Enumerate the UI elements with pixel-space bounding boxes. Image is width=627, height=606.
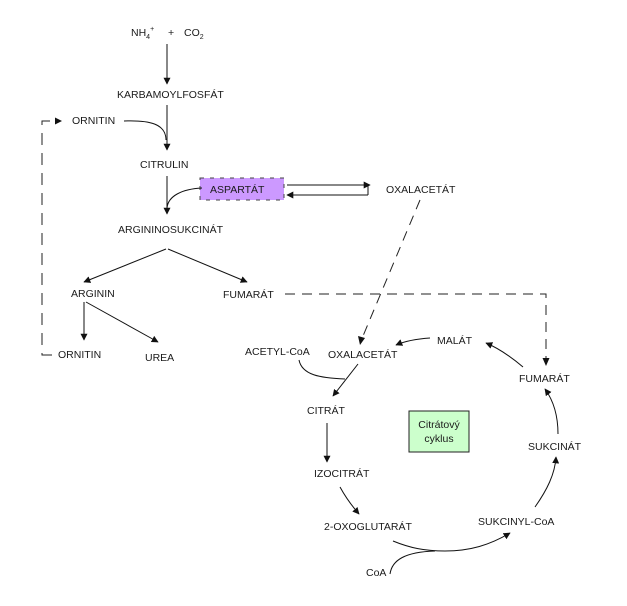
arrow-to-oxoglutarat [339,486,360,515]
oxalacetat-link-dashed [362,199,421,337]
arrow-malat-to-oxalacetat [395,337,431,346]
aspartat-merge-curve [166,187,203,209]
urea-label: UREA [145,352,174,364]
acetyl-coa-merge-curve [298,359,346,380]
oxalacetat-top-label: OXALACETÁT [386,183,456,196]
arrow-to-arginin [83,248,167,283]
ornitin-merge-curve [123,120,167,141]
arrow-sukcinat-to-fumarat [544,388,559,435]
arrow-to-sukcinyl-coa [392,532,511,552]
co2-label: CO2 [184,27,204,41]
plus-sign: + [168,27,174,39]
fumarat-cycle-label: FUMARÁT [519,372,570,385]
ammonium-label: NH4+ [131,26,154,41]
malat-label: MALÁT [437,334,473,347]
arrow-to-fumarat [167,248,248,283]
oxalacetat-label: OXALACETÁT [328,348,398,361]
citric-cycle-label-line1: Citrátový [418,419,460,431]
arrow-to-urea [85,301,159,343]
argininosukcinat-label: ARGININOSUKCINÁT [118,223,224,236]
coa-label: CoA [366,567,386,579]
oxalacetat-link-arrowhead [358,336,365,345]
karbamoylfosfat-label: KARBAMOYLFOSFÁT [117,88,224,101]
oxoglutarat-label: 2-OXOGLUTARÁT [324,520,412,533]
citric-cycle-label-line2: cyklus [424,433,453,445]
acetyl-coa-label: ACETYL-CoA [245,346,310,358]
arrow-fumarat-to-malat [485,342,524,368]
ornitin-in-label: ORNITIN [72,115,115,127]
izocitrat-label: IZOCITRÁT [314,467,370,480]
citrulin-label: CITRULIN [140,159,188,171]
ornitin-out-label: ORNITIN [58,349,101,361]
sukcinat-label: SUKCINÁT [528,440,582,453]
fumarat-link-arrowhead [542,358,550,366]
fumarat-urea-label: FUMARÁT [223,288,274,301]
arginin-label: ARGININ [71,288,115,300]
ornitin-recycle-dashed [41,120,53,356]
fumarat-link-dashed [285,293,547,358]
ornitin-recycle-arrowhead [55,117,62,125]
arrow-to-citrat [332,363,359,397]
aspartat-label: ASPARTÁT [210,183,265,196]
coa-merge-curve [389,550,436,575]
arrow-sukcinyl-to-sukcinat [534,456,560,508]
citrat-label: CITRÁT [307,404,346,417]
aspartat-box [199,177,285,201]
sukcinyl-coa-label: SUKCINYL-CoA [478,516,554,528]
citric-cycle-box [408,410,470,453]
